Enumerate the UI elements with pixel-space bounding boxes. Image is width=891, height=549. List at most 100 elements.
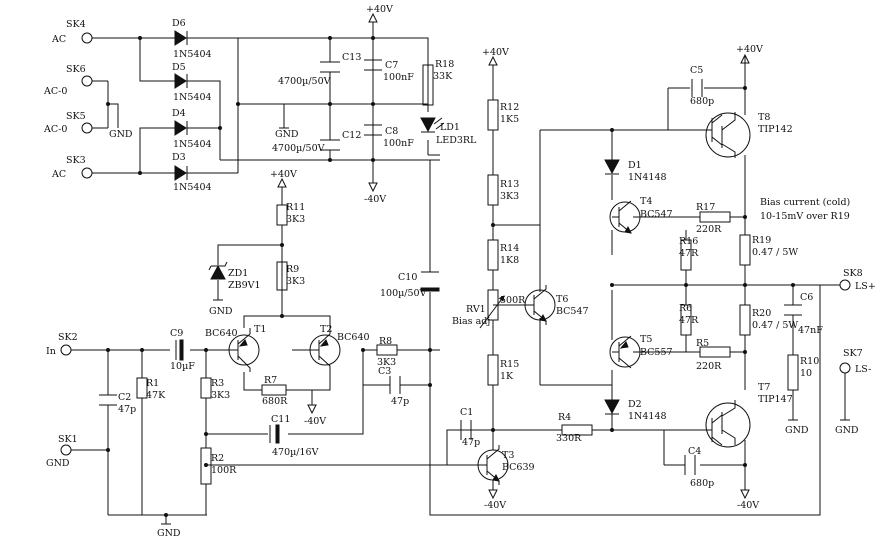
component-ref: R4 bbox=[558, 412, 571, 423]
component-ref: R14 bbox=[500, 243, 519, 254]
connector-signal: LS+ bbox=[855, 281, 876, 292]
component-ref: R18 bbox=[435, 59, 454, 70]
component-value: 47p bbox=[391, 396, 409, 407]
component-value: 47K bbox=[146, 390, 166, 401]
connector-pad bbox=[839, 362, 851, 374]
component-ref: R19 bbox=[752, 235, 771, 246]
component-value: 680p bbox=[690, 96, 714, 107]
connector-ref: SK8 bbox=[843, 268, 863, 279]
component-value: 3K3 bbox=[377, 357, 396, 368]
bias-current-spec: 10-15mV over R19 bbox=[760, 211, 850, 222]
component-value: 47nF bbox=[798, 325, 823, 336]
gnd-label: GND bbox=[275, 129, 299, 140]
component-ref: D2 bbox=[628, 399, 642, 410]
component-value: 220R bbox=[696, 361, 722, 372]
connector-ref: SK6 bbox=[66, 64, 86, 75]
component-value: 100nF bbox=[383, 72, 414, 83]
component-value: 0.47 / 5W bbox=[752, 247, 798, 258]
component-ref: T1 bbox=[254, 324, 266, 335]
component-ref: R2 bbox=[211, 453, 224, 464]
connectors: SK4 AC SK6 AC-0 SK5 AC-0 SK3 AC SK2 In S… bbox=[43, 19, 876, 469]
component-ref: R3 bbox=[211, 378, 224, 389]
component-value: 680R bbox=[262, 396, 288, 407]
component-value: 3K3 bbox=[286, 214, 305, 225]
connector-signal: AC bbox=[51, 34, 66, 45]
gnd-label: GND bbox=[835, 425, 859, 436]
gnd-label: GND bbox=[209, 306, 233, 317]
component-ref: T8 bbox=[758, 112, 770, 123]
component-ref: R13 bbox=[500, 179, 519, 190]
component-value: 1K bbox=[500, 371, 514, 382]
component-value: 470µ/16V bbox=[272, 447, 319, 458]
component-value: BC640 bbox=[205, 328, 238, 339]
connector-ref: SK1 bbox=[58, 434, 78, 445]
component-ref: T2 bbox=[320, 324, 332, 335]
component-value: TIP147 bbox=[758, 394, 793, 405]
component-value: 3K3 bbox=[211, 390, 230, 401]
component-labels: D6 1N5404 D5 1N5404 D4 1N5404 D3 1N5404 … bbox=[118, 18, 823, 489]
connector-pad bbox=[81, 75, 93, 87]
component-ref: C6 bbox=[800, 292, 813, 303]
component-ref: C9 bbox=[170, 328, 183, 339]
rail-label-pos: +40V bbox=[736, 44, 763, 55]
component-ref: R9 bbox=[286, 264, 299, 275]
component-ref: C5 bbox=[690, 65, 703, 76]
gnd-label: GND bbox=[109, 129, 133, 140]
component-value: 10 bbox=[800, 368, 812, 379]
component-symbols bbox=[99, 30, 802, 485]
component-value: 33K bbox=[433, 71, 453, 82]
component-value: BC547 bbox=[640, 209, 673, 220]
component-value: ZB9V1 bbox=[228, 280, 261, 291]
gnd-label: GND bbox=[785, 425, 809, 436]
component-ref: R15 bbox=[500, 359, 519, 370]
component-value: TIP142 bbox=[758, 124, 793, 135]
rail-label-pos: +40V bbox=[270, 169, 297, 180]
component-ref: C1 bbox=[460, 407, 473, 418]
component-value: 4700µ/50V bbox=[278, 76, 331, 87]
component-ref: D1 bbox=[628, 160, 642, 171]
component-ref: C10 bbox=[398, 272, 417, 283]
component-value: 1N4148 bbox=[628, 172, 667, 183]
component-value: 100nF bbox=[383, 138, 414, 149]
component-ref: T4 bbox=[640, 196, 652, 207]
rail-label-neg: -40V bbox=[304, 416, 326, 427]
rail-label-neg: -40V bbox=[737, 500, 759, 511]
component-ref: T5 bbox=[640, 334, 652, 345]
component-ref: T7 bbox=[758, 382, 770, 393]
connector-signal: In bbox=[46, 346, 56, 357]
component-value: 1N5404 bbox=[173, 139, 212, 150]
component-ref: R16 bbox=[679, 236, 698, 247]
bias-current-title: Bias current (cold) bbox=[760, 197, 850, 208]
component-value: 220R bbox=[696, 224, 722, 235]
component-ref: R1 bbox=[146, 378, 159, 389]
component-ref: R7 bbox=[264, 375, 277, 386]
component-value: 0.47 / 5W bbox=[752, 320, 798, 331]
connector-pad bbox=[839, 279, 851, 291]
rail-label-pos: +40V bbox=[482, 47, 509, 58]
component-ref: C4 bbox=[688, 446, 701, 457]
component-value: 47R bbox=[679, 315, 699, 326]
component-ref: LD1 bbox=[440, 122, 460, 133]
component-ref: C12 bbox=[342, 130, 361, 141]
component-ref: R10 bbox=[800, 356, 819, 367]
connector-pad bbox=[60, 444, 72, 456]
component-ref: D3 bbox=[172, 152, 186, 163]
component-ref: R12 bbox=[500, 102, 519, 113]
rail-symbols bbox=[161, 12, 850, 525]
component-value: 47p bbox=[118, 404, 136, 415]
connector-ref: SK7 bbox=[843, 348, 863, 359]
connector-ref: SK2 bbox=[58, 332, 78, 343]
component-ref: C7 bbox=[385, 60, 398, 71]
component-ref: T3 bbox=[502, 450, 514, 461]
component-value: 1N5404 bbox=[173, 49, 212, 60]
component-value: LED3RL bbox=[436, 135, 477, 146]
component-value: 3K3 bbox=[286, 276, 305, 287]
component-value: 1N5404 bbox=[173, 92, 212, 103]
connector-ref: SK4 bbox=[66, 19, 86, 30]
component-value: BC547 bbox=[556, 306, 589, 317]
component-value: 100R bbox=[211, 465, 237, 476]
rail-label-pos: +40V bbox=[366, 4, 393, 15]
gnd-label: GND bbox=[157, 528, 181, 539]
component-value: 100µ/50V bbox=[380, 288, 427, 299]
